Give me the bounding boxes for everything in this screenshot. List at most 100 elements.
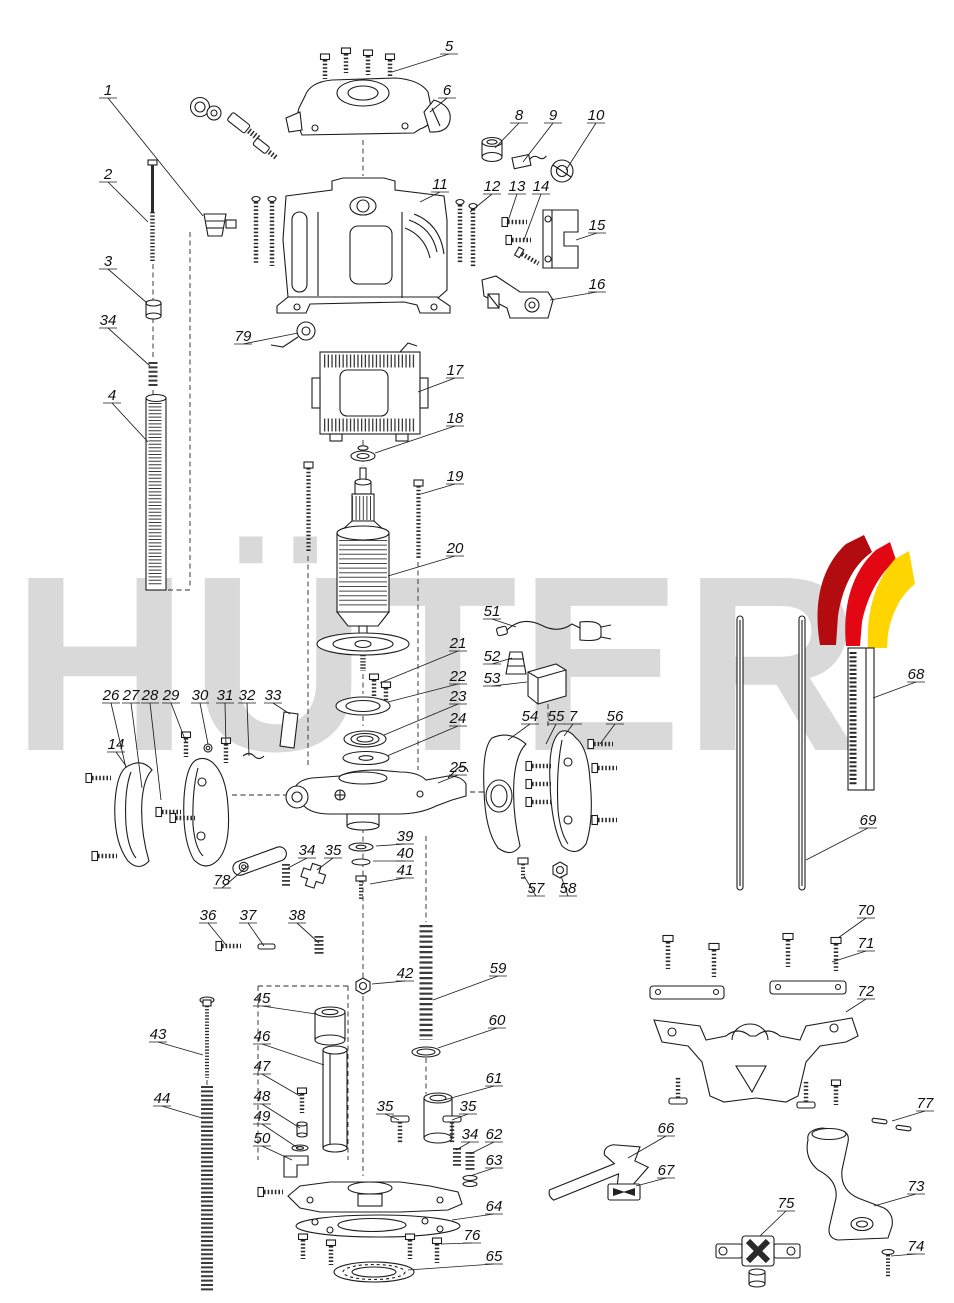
part-number-55: 55	[548, 708, 565, 725]
part-number-23: 23	[449, 688, 467, 705]
part-63-washers	[462, 1174, 478, 1188]
part-number-70: 70	[858, 902, 875, 919]
leader-line-62	[469, 1141, 495, 1155]
part-76-screws	[299, 1234, 442, 1265]
part-number-19: 19	[447, 468, 464, 485]
part-45-bushing	[314, 1006, 346, 1046]
leader-line-14	[523, 193, 542, 241]
part-number-17: 17	[447, 362, 464, 379]
leader-line-34	[107, 327, 151, 367]
leader-line-77	[891, 1110, 926, 1122]
leader-line-43	[157, 1041, 204, 1056]
motor-stud-screws-left	[251, 195, 277, 266]
part-17-stator	[311, 342, 429, 442]
leader-line-51	[491, 618, 517, 628]
part-65-sub-base	[333, 1261, 415, 1283]
part-number-25: 25	[449, 759, 467, 776]
part-number-43: 43	[150, 1026, 167, 1043]
part-71-bars	[649, 980, 847, 1000]
part-51-power-cord	[496, 620, 612, 642]
part-23-bearing	[343, 730, 387, 748]
part-50-bracket	[283, 1155, 309, 1178]
part-5-top-screws	[321, 48, 395, 79]
part-3-nut	[145, 299, 162, 320]
leader-line-14	[115, 751, 127, 767]
leader-line-33	[272, 702, 291, 715]
part-number-8: 8	[515, 107, 524, 124]
part-74-screw	[881, 1248, 895, 1278]
leader-line-58	[560, 875, 569, 897]
part-number-28: 28	[141, 687, 159, 704]
part-number-50: 50	[254, 1130, 271, 1147]
part-35-wing-nut	[300, 862, 327, 889]
leader-line-47	[261, 1073, 301, 1097]
part-number-14: 14	[108, 736, 125, 753]
part-78-lever	[232, 846, 287, 876]
leader-line-3	[107, 268, 148, 304]
part-number-30: 30	[192, 687, 209, 704]
part-number-59: 59	[490, 960, 507, 977]
part-number-45: 45	[254, 990, 271, 1007]
watermark-text: HÜTER	[12, 524, 862, 803]
leader-line-1	[107, 97, 204, 217]
part-number-15: 15	[589, 217, 606, 234]
part-67-blade-clamp	[607, 1183, 641, 1201]
leader-line-46	[261, 1043, 325, 1066]
part-18-washer	[350, 445, 376, 462]
leader-line-61	[443, 1085, 495, 1101]
base-housing	[258, 1181, 463, 1213]
part-40-washer	[351, 858, 371, 866]
part-43-rod	[199, 996, 215, 1078]
part-64-base-plate	[295, 1214, 461, 1238]
leader-line-30	[199, 702, 209, 745]
part-number-21: 21	[449, 635, 467, 652]
part-number-31: 31	[217, 687, 234, 704]
leader-line-16	[549, 291, 598, 301]
part-number-51: 51	[484, 603, 501, 620]
logo-band-yellow	[867, 551, 915, 648]
part-number-35: 35	[325, 842, 342, 859]
leader-line-21	[379, 650, 459, 684]
part-number-61: 61	[486, 1070, 503, 1087]
leader-line-49	[261, 1123, 299, 1149]
leader-line-26	[110, 702, 127, 769]
part-number-60: 60	[489, 1012, 506, 1029]
part-number-6: 6	[443, 82, 452, 99]
leader-line-65	[407, 1263, 495, 1271]
construction-lines	[152, 140, 549, 1176]
part-77-pins	[871, 1117, 912, 1132]
part-36-screw	[216, 942, 241, 951]
part-number-13: 13	[509, 178, 526, 195]
part-22-ring	[335, 696, 391, 716]
part-number-18: 18	[447, 410, 464, 427]
leader-line-23	[383, 703, 459, 736]
leader-line-79	[242, 332, 299, 345]
leader-line-12	[469, 193, 493, 213]
logo-band-red	[845, 542, 896, 646]
leader-line-60	[437, 1027, 498, 1049]
part-42-nut	[355, 977, 371, 995]
leader-line-28	[149, 702, 162, 801]
leader-line-27	[130, 702, 143, 789]
part-number-24: 24	[449, 710, 467, 727]
part-72-edge-guide	[653, 1017, 859, 1108]
part-39-washer	[348, 842, 374, 852]
part-number-56: 56	[607, 708, 624, 725]
part-number-34: 34	[299, 842, 316, 859]
leader-line-8	[494, 122, 520, 149]
part-35-tbolt-left	[391, 1116, 409, 1144]
part-37-pin	[257, 943, 276, 950]
part-number-16: 16	[589, 276, 606, 293]
part-25-gear-housing	[285, 766, 469, 831]
leader-line-4	[111, 402, 149, 443]
leader-line-19	[420, 483, 456, 495]
part-number-9: 9	[549, 107, 558, 124]
part-16-bracket	[481, 275, 554, 319]
leader-line-35	[316, 857, 334, 871]
leader-line-73	[873, 1193, 917, 1207]
part-number-37: 37	[240, 907, 257, 924]
leader-line-32	[246, 702, 250, 757]
leader-line-17	[417, 377, 456, 393]
part-number-41: 41	[397, 862, 414, 879]
leader-line-38	[296, 922, 320, 944]
